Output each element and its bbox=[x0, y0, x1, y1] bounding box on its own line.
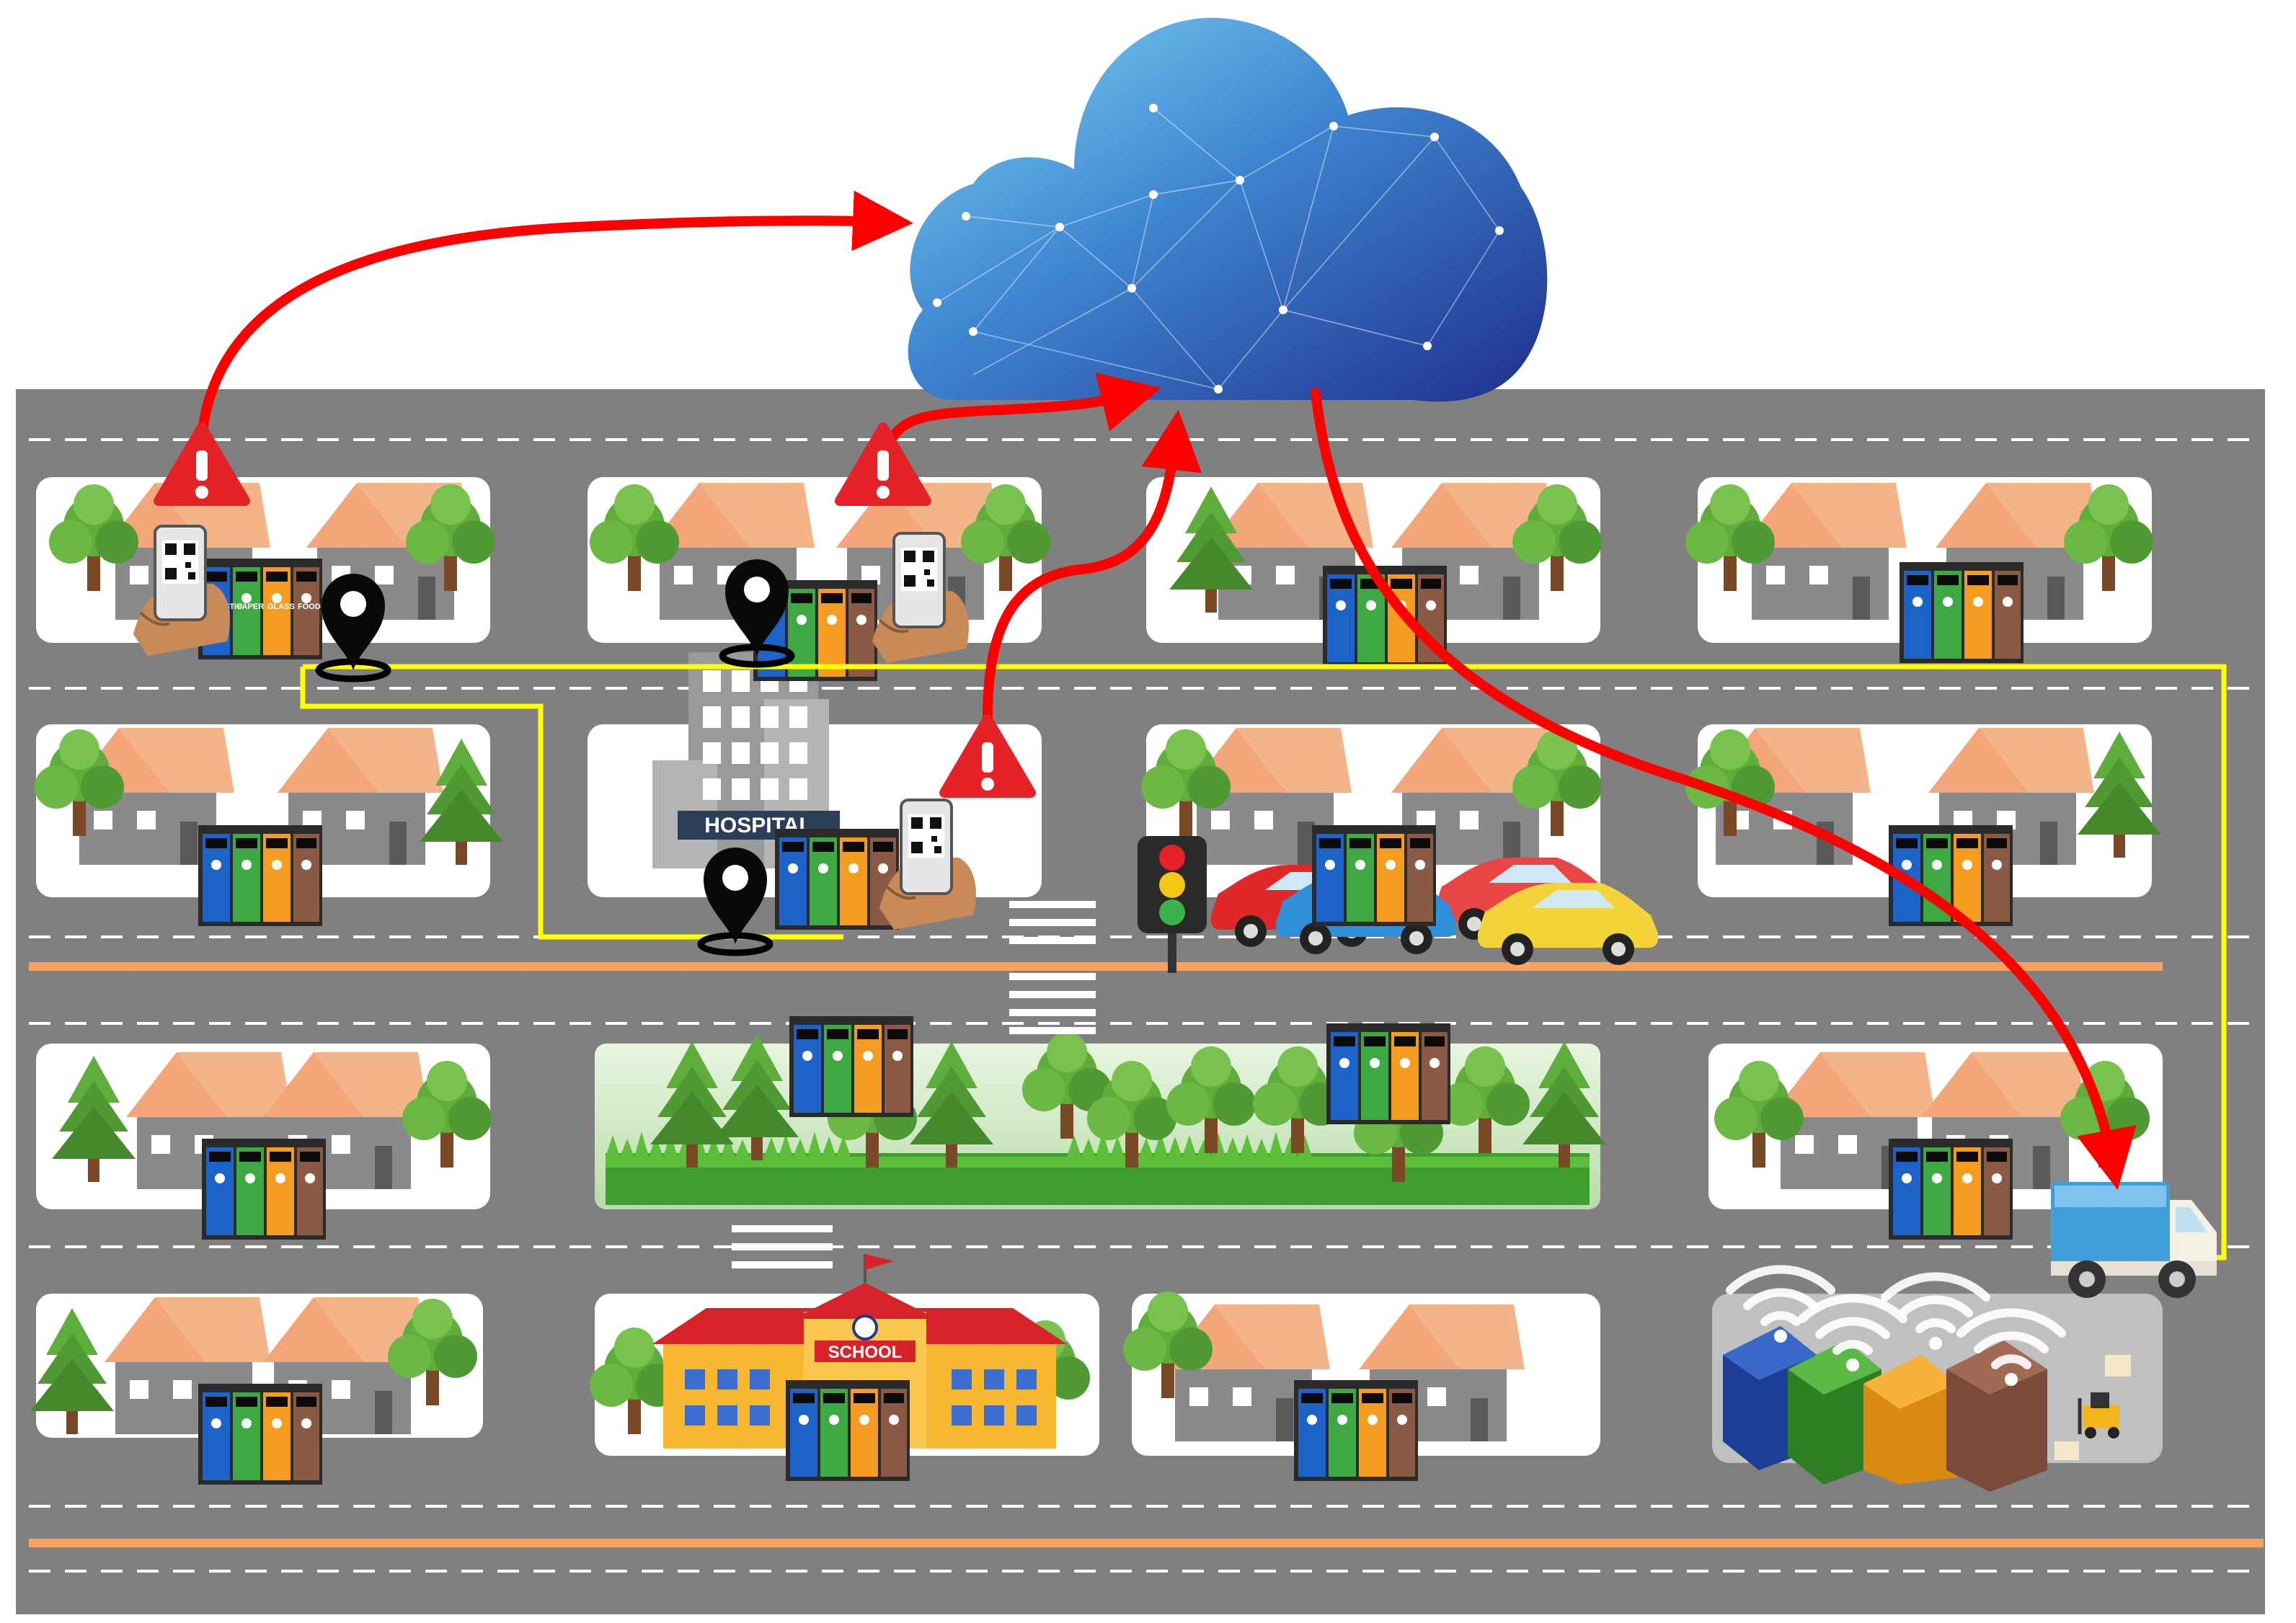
smart-bin-icon bbox=[198, 1384, 322, 1485]
traffic-light-icon bbox=[1138, 836, 1207, 973]
crosswalks bbox=[732, 901, 1096, 1268]
map-pin-icon bbox=[701, 848, 770, 953]
smart-bin-icon bbox=[198, 825, 322, 926]
svg-text:FOOD: FOOD bbox=[298, 602, 321, 611]
svg-text:PAPER: PAPER bbox=[237, 602, 264, 611]
recycling-center bbox=[1712, 1269, 2163, 1492]
smart-bin-icon bbox=[786, 1380, 910, 1481]
smart-bin-icon bbox=[775, 829, 899, 930]
smart-bin-icon bbox=[1900, 562, 2024, 663]
smart-bin-icon bbox=[1326, 1023, 1450, 1124]
data-flow-arrows bbox=[197, 190, 2137, 1191]
smart-bin-icon bbox=[1312, 825, 1436, 926]
smart-bin-icon bbox=[1889, 1139, 2013, 1240]
forklift-icon bbox=[2078, 1392, 2119, 1439]
map-pin-icon bbox=[722, 559, 792, 664]
smart-bin-icon bbox=[202, 1139, 326, 1240]
school-label: SCHOOL bbox=[828, 1343, 903, 1362]
map-pin-icon bbox=[319, 574, 388, 679]
garbage-truck-icon bbox=[2051, 1182, 2217, 1298]
smart-bin-icon bbox=[789, 1016, 913, 1117]
smart-bin-icon bbox=[1294, 1380, 1418, 1481]
collection-route-branch bbox=[300, 667, 843, 940]
recycling-container-orange bbox=[1863, 1355, 1957, 1485]
cloud-network-icon bbox=[908, 17, 1548, 402]
svg-text:GLASS: GLASS bbox=[267, 602, 295, 611]
recycling-container-green bbox=[1788, 1340, 1881, 1485]
